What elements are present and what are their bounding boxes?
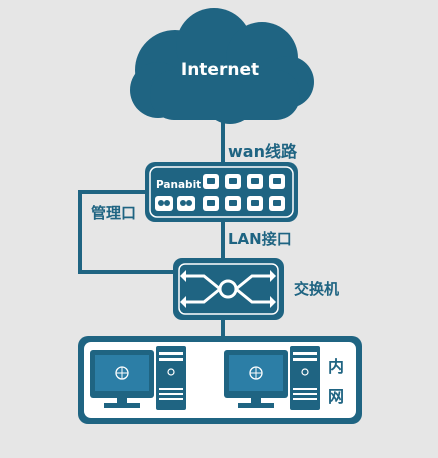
switch-label: 交换机	[294, 280, 339, 298]
connection-lines	[78, 118, 225, 336]
management-port-label: 管理口	[91, 204, 136, 222]
device-label: Panabit	[156, 179, 201, 191]
intranet-label-line2: 网	[328, 387, 344, 406]
intranet-group: 内 网	[78, 336, 362, 424]
internet-label: Internet	[181, 60, 259, 80]
internet-cloud-icon: Internet	[130, 8, 314, 124]
lan-port-label: LAN接口	[228, 230, 292, 248]
monitor-icon	[90, 350, 154, 408]
computer-tower-icon	[156, 346, 186, 410]
management-line	[78, 190, 176, 274]
computer-1	[90, 346, 186, 410]
wan-label: wan线路	[228, 142, 298, 161]
computer-tower-icon	[290, 346, 320, 410]
panabit-router-icon: Panabit	[145, 162, 298, 222]
monitor-icon	[224, 350, 288, 408]
intranet-label-line1: 内	[328, 357, 344, 376]
switch-icon	[173, 258, 284, 320]
computer-2	[224, 346, 320, 410]
